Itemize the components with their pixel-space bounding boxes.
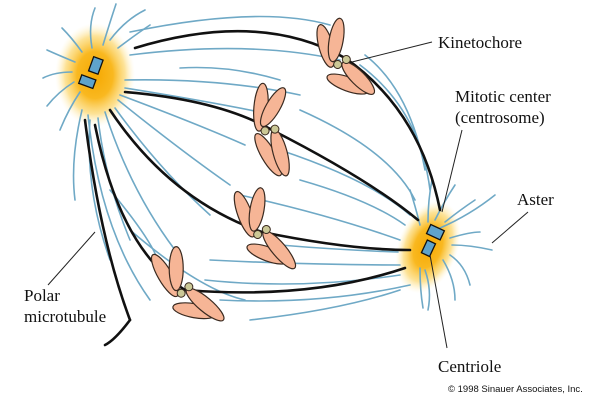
microtubule xyxy=(442,259,456,301)
leader-line xyxy=(47,231,96,286)
kinetochore-dot xyxy=(176,288,186,298)
microtubule xyxy=(444,199,476,223)
leader-line xyxy=(491,211,529,244)
microtubule xyxy=(179,66,281,81)
kinetochore-dot xyxy=(341,55,351,64)
kinetochore-fiber xyxy=(103,318,132,347)
microtubule xyxy=(439,194,496,229)
chromosome xyxy=(316,17,376,95)
microtubule xyxy=(219,284,411,302)
microtubule xyxy=(102,3,117,46)
microtubule xyxy=(299,179,406,226)
centriole xyxy=(87,55,104,76)
chromatid-arm xyxy=(341,61,376,95)
microtubule xyxy=(449,254,471,286)
left-centrioles xyxy=(77,55,104,90)
kinetochore-dot xyxy=(270,124,280,134)
label-aster: Aster xyxy=(517,190,554,209)
microtubule xyxy=(449,231,481,239)
kinetochore-fiber xyxy=(83,118,132,322)
chromosome xyxy=(233,187,297,270)
kinetochore-fiber xyxy=(133,29,347,60)
microtubule xyxy=(104,111,176,251)
kinetochore-fiber xyxy=(108,108,264,234)
centriole xyxy=(77,74,97,90)
leader-line xyxy=(351,41,433,63)
kinetochore-fiber xyxy=(343,56,442,212)
microtubule xyxy=(279,244,399,253)
kinetochore-dot xyxy=(260,126,270,136)
microtubule xyxy=(46,81,75,107)
kinetochore-fiber xyxy=(270,128,420,222)
microtubule xyxy=(72,109,83,201)
microtubule xyxy=(249,289,401,321)
centriole xyxy=(425,223,446,241)
label-kinetochore: Kinetochore xyxy=(438,33,523,52)
microtubule xyxy=(59,91,81,131)
microtubule xyxy=(424,269,431,311)
copyright-notice: © 1998 Sinauer Associates, Inc. xyxy=(448,384,583,395)
leader-line xyxy=(441,129,463,213)
microtubule xyxy=(129,47,341,61)
microtubule xyxy=(46,49,76,63)
chromatid-arm xyxy=(327,17,345,63)
microtubule xyxy=(209,259,401,266)
microtubule xyxy=(42,71,73,79)
chromosome xyxy=(150,246,225,322)
leader-lines xyxy=(47,41,529,349)
label-microtubule: microtubule xyxy=(24,307,107,326)
right-centrioles xyxy=(420,223,446,258)
chromosome xyxy=(253,82,290,177)
label-centriole: Centriole xyxy=(438,357,502,376)
microtubule xyxy=(419,267,424,309)
kinetochore-dot xyxy=(184,282,194,292)
microtubule xyxy=(109,9,146,41)
microtubule xyxy=(359,64,431,191)
label-polar: Polar xyxy=(24,286,60,305)
microtubule xyxy=(409,189,421,226)
kinetochore-fiber xyxy=(123,90,274,132)
microtubule xyxy=(117,24,151,49)
kinetochore-fiber xyxy=(260,230,412,252)
kinetochore-dot xyxy=(261,225,271,234)
kinetochore-dot xyxy=(333,60,343,69)
microtubule xyxy=(61,27,83,53)
microtubule xyxy=(427,179,433,223)
chromatid-arm xyxy=(259,87,287,128)
microtubule xyxy=(204,274,401,285)
microtubule xyxy=(114,107,211,216)
kinetochore-dot xyxy=(253,230,263,239)
centriole xyxy=(420,239,437,258)
microtubule xyxy=(299,109,416,201)
microtubule xyxy=(129,229,246,301)
label-centrosome: (centrosome) xyxy=(455,108,545,127)
microtubule xyxy=(87,114,151,301)
left-centrosome-glow xyxy=(55,23,135,127)
microtubule xyxy=(124,87,261,113)
microtubule xyxy=(119,94,246,146)
microtubule xyxy=(89,7,96,49)
chromatid-arm xyxy=(168,246,184,292)
microtubule xyxy=(88,119,111,261)
chromatid-arm xyxy=(248,187,266,232)
microtubule xyxy=(451,244,493,251)
microtubule xyxy=(129,15,331,33)
label-mitotic-center: Mitotic center xyxy=(455,87,551,106)
microtubule xyxy=(117,99,231,186)
kinetochore-fiber xyxy=(183,266,407,294)
leader-line xyxy=(429,254,448,349)
microtubule xyxy=(279,149,411,216)
